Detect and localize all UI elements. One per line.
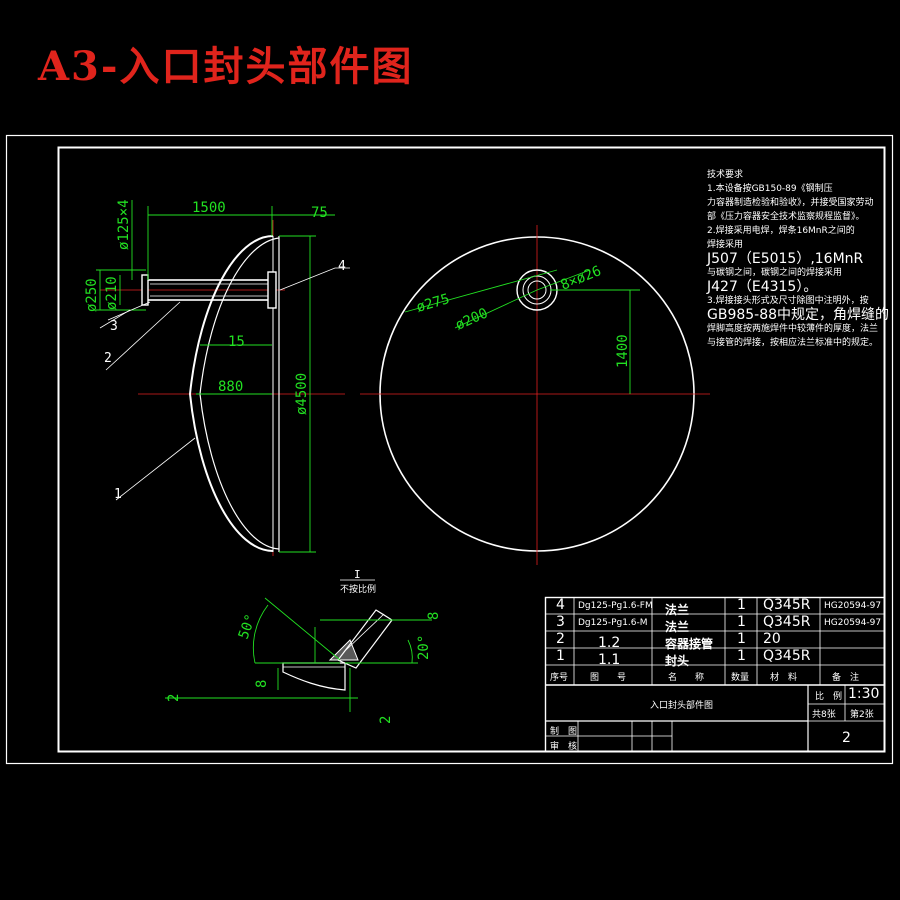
side-view xyxy=(96,200,350,556)
part-code: Dg125-Pg1.6-FM xyxy=(578,601,653,611)
dim-15: 15 xyxy=(228,334,245,350)
dim-210: ø210 xyxy=(104,276,120,310)
detail-title: I xyxy=(354,568,361,581)
notes-line: J427（E4315）。 xyxy=(707,279,818,295)
detail-dim-2a: 2 xyxy=(166,694,182,702)
front-view xyxy=(360,225,710,565)
part-code: 1.1 xyxy=(598,652,621,668)
header-remark: 备 注 xyxy=(832,673,860,683)
header-code: 图 号 xyxy=(590,673,627,683)
notes-line: 焊脚高度按两施焊件中较薄件的厚度，法兰 xyxy=(707,324,879,334)
inner-frame xyxy=(57,146,886,753)
notes-line: 焊接采用 xyxy=(707,240,744,250)
notes-line: 3.焊接接头形式及尺寸除图中注明外，按 xyxy=(707,296,869,306)
balloon-1: 1 xyxy=(114,487,122,502)
notes-line: GB985-88中规定，角焊缝的 xyxy=(707,307,890,323)
notes-line: 与接管的焊接，按相应法兰标准中的规定。 xyxy=(707,338,879,348)
notes-line: J507（E5015）,16MnR xyxy=(707,251,864,267)
detail-dim-2b: 2 xyxy=(378,716,394,724)
part-remark: HG20594-97 xyxy=(824,601,882,611)
header-qty: 数量 xyxy=(731,673,750,683)
detail-dim-8a: 8 xyxy=(426,612,442,620)
header-material: 材 料 xyxy=(770,673,798,683)
part-no: 2 xyxy=(556,631,565,647)
part-qty: 1 xyxy=(737,631,746,647)
dim-4500: ø4500 xyxy=(294,373,310,415)
dim-250: ø250 xyxy=(84,278,100,312)
technical-requirements: 技术要求 1.本设备按GB150-89《钢制压力容器制造检验和验收》，并接受国家… xyxy=(707,168,890,350)
notes-line: 力容器制造检验和验收》，并接受国家劳动 xyxy=(707,198,874,208)
dim-200: ø200 xyxy=(453,305,490,333)
balloon-4: 4 xyxy=(338,259,346,274)
outer-frame xyxy=(5,134,894,765)
part-name: 法兰 xyxy=(665,620,690,634)
drawing-number: 2 xyxy=(842,730,851,746)
part-name: 容器接管 xyxy=(665,637,714,651)
scale-value: 1:30 xyxy=(848,686,880,702)
dim-75: 75 xyxy=(311,205,328,221)
page-title: A3-入口封头部件图 xyxy=(38,43,414,90)
sheets-total: 共8张 xyxy=(812,710,836,720)
part-no: 1 xyxy=(556,648,565,664)
part-qty: 1 xyxy=(737,614,746,630)
part-name: 封头 xyxy=(665,654,690,668)
notes-line: 与碳钢之间，碳钢之间的焊接采用 xyxy=(707,268,843,278)
part-no: 3 xyxy=(556,614,565,630)
header-name: 名 称 xyxy=(668,673,705,683)
part-material: 20 xyxy=(763,631,781,647)
notes-line: 1.本设备按GB150-89《钢制压 xyxy=(707,184,833,194)
balloon-2: 2 xyxy=(104,351,112,366)
dim-275: ø275 xyxy=(415,291,452,316)
part-name: 法兰 xyxy=(665,603,690,617)
notes-line: 2.焊接采用电焊，焊条16MnR之间的 xyxy=(707,226,855,236)
detail-angle-20: 20° xyxy=(416,635,432,660)
part-remark: HG20594-97 xyxy=(824,618,882,628)
title-block-grid xyxy=(544,596,886,753)
notes-heading: 技术要求 xyxy=(707,170,744,180)
part-material: Q345R xyxy=(763,648,811,664)
nozzle-bore-circle xyxy=(527,280,547,300)
detail-dim-8b: 8 xyxy=(254,680,270,688)
sheet-no: 第2张 xyxy=(850,710,874,720)
drawn-label: 制 图 xyxy=(550,727,578,737)
part-code: Dg125-Pg1.6-M xyxy=(578,618,648,628)
dim-880: 880 xyxy=(218,379,243,395)
part-qty: 1 xyxy=(737,597,746,613)
detail-angle-50: 50° xyxy=(236,612,260,641)
header-no: 序号 xyxy=(550,673,569,683)
part-no: 4 xyxy=(556,597,565,613)
flange-right xyxy=(267,271,277,309)
detail-subtitle: 不按比例 xyxy=(340,583,376,595)
notes-line: 部《压力容器安全技术监察规程监督》。 xyxy=(707,212,865,222)
dim-1500: 1500 xyxy=(192,200,226,216)
drawing-name: 入口封头部件图 xyxy=(650,701,714,711)
detail-view xyxy=(165,579,432,712)
detail-shell-plate xyxy=(282,662,346,691)
part-qty: 1 xyxy=(737,648,746,664)
checked-label: 审 核 xyxy=(550,742,578,752)
scale-label: 比 例 xyxy=(815,692,843,702)
dim-125x4: ø125×4 xyxy=(116,199,132,250)
dim-1400: 1400 xyxy=(615,334,631,368)
part-material: Q345R xyxy=(763,614,811,630)
balloon-3: 3 xyxy=(110,319,118,334)
part-code: 1.2 xyxy=(598,635,621,651)
flange-left xyxy=(141,274,149,306)
dim-holes: 8×ø26 xyxy=(559,263,604,294)
part-material: Q345R xyxy=(763,597,811,613)
head-outer-contour xyxy=(188,235,274,552)
